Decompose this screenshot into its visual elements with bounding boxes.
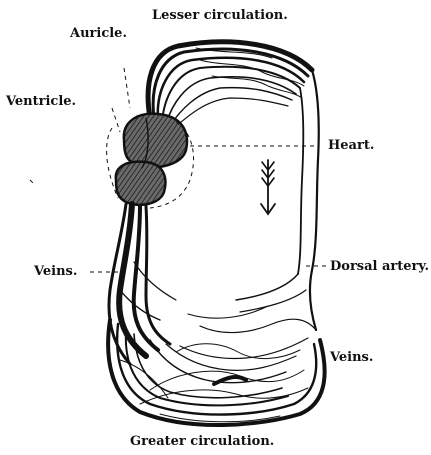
lesser-circulation-vessels (148, 42, 312, 128)
ventricle-label: Ventricle. (6, 95, 76, 108)
auricle-label: Auricle. (70, 27, 127, 40)
flow-direction-arrow (261, 160, 275, 214)
leader-line-ventricle (112, 108, 120, 132)
greater-circulation-label: Greater circulation. (130, 435, 274, 448)
greater-circulation-vessels (108, 306, 325, 425)
leader-line-auricle (124, 68, 130, 108)
dorsal-artery-label: Dorsal artery. (330, 260, 429, 273)
heart-label: Heart. (328, 139, 374, 152)
veins-right-label: Veins. (330, 351, 373, 364)
veins-left-label: Veins. (34, 265, 77, 278)
veins-descending (109, 204, 176, 364)
dorsal-artery-vessel (236, 70, 319, 330)
lesser-circulation-label: Lesser circulation. (152, 9, 288, 22)
heart-chambers (107, 114, 194, 208)
leader-line-stray-mark (30, 180, 34, 184)
